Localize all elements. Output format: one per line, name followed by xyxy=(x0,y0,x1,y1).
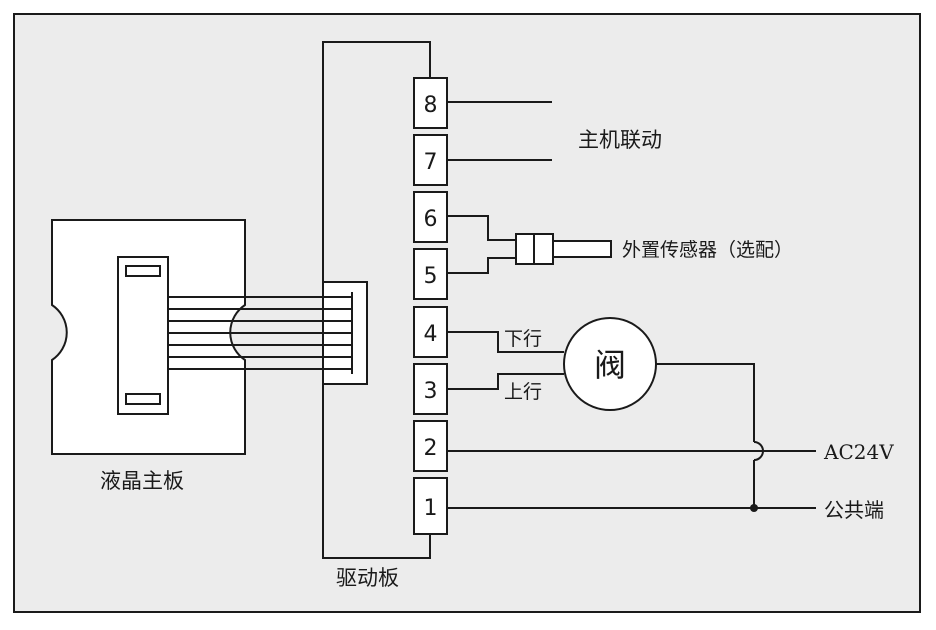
terminal-4-label: 4 xyxy=(424,322,438,347)
common-label: 公共端 xyxy=(824,498,884,522)
terminal-8-label: 8 xyxy=(424,93,438,118)
lcd-board: 液晶主板 xyxy=(51,219,246,493)
host-link-label: 主机联动 xyxy=(578,128,662,152)
external-sensor-label: 外置传感器（选配） xyxy=(622,239,793,261)
driver-board: 驱动板 xyxy=(322,41,431,590)
terminal-1-label: 1 xyxy=(424,496,438,521)
terminal-6-label: 6 xyxy=(424,207,438,232)
valve-label: 阀 xyxy=(594,346,626,384)
up-label: 上行 xyxy=(504,381,542,403)
terminal-1 xyxy=(413,477,448,535)
down-label: 下行 xyxy=(504,328,542,350)
terminal-7-label: 7 xyxy=(424,150,438,175)
terminal-2 xyxy=(413,420,448,472)
valve: 阀 下行 上行 xyxy=(447,317,764,508)
terminal-3 xyxy=(413,363,448,415)
lcd-connector-slot-top xyxy=(125,265,161,277)
lcd-connector-slot-bottom xyxy=(125,393,161,405)
terminal-3-label: 3 xyxy=(424,379,438,404)
driver-board-label: 驱动板 xyxy=(336,566,399,590)
terminal-block: 8 7 6 5 4 3 2 1 xyxy=(413,77,448,535)
lcd-board-label: 液晶主板 xyxy=(100,469,184,493)
ac24v-label: AC24V xyxy=(823,440,894,464)
power-wires: AC24V 公共端 xyxy=(447,440,894,522)
sensor-probe xyxy=(552,240,612,258)
terminal-2-label: 2 xyxy=(424,436,438,461)
terminal-5-label: 5 xyxy=(424,264,438,289)
lcd-connector xyxy=(117,256,169,415)
ribbon-cable xyxy=(168,296,352,370)
junction-dot xyxy=(750,504,758,512)
external-sensor: 外置传感器（选配） xyxy=(447,215,793,274)
host-link-wires: 主机联动 xyxy=(447,101,662,161)
terminal-7 xyxy=(413,134,448,186)
